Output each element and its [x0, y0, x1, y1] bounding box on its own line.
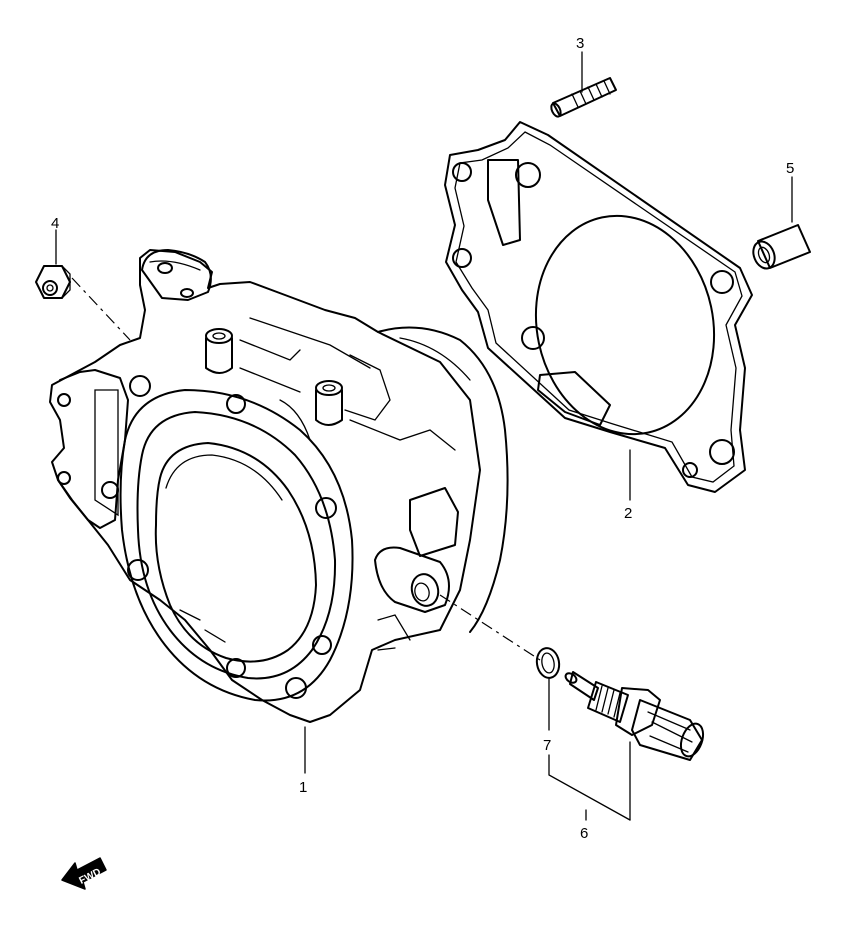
callout-7: 7: [543, 737, 551, 754]
stud-bolt[interactable]: [549, 77, 617, 118]
dowel-pin[interactable]: [749, 224, 811, 272]
callout-3: 3: [576, 35, 584, 52]
callout-6: 6: [580, 825, 588, 842]
flange-nut[interactable]: [35, 265, 71, 299]
cylinder-gasket[interactable]: [444, 121, 753, 493]
callout-2: 2: [624, 505, 632, 522]
callout-1: 1: [299, 779, 307, 796]
o-ring[interactable]: [535, 646, 562, 679]
leader-lines: [55, 51, 793, 821]
temperature-sensor[interactable]: [564, 671, 707, 761]
callout-4: 4: [51, 215, 59, 232]
forward-direction-arrow: FWD: [61, 857, 107, 890]
callout-5: 5: [786, 160, 794, 177]
assembly-lines: [71, 277, 541, 661]
cylinder-block[interactable]: [49, 249, 509, 723]
